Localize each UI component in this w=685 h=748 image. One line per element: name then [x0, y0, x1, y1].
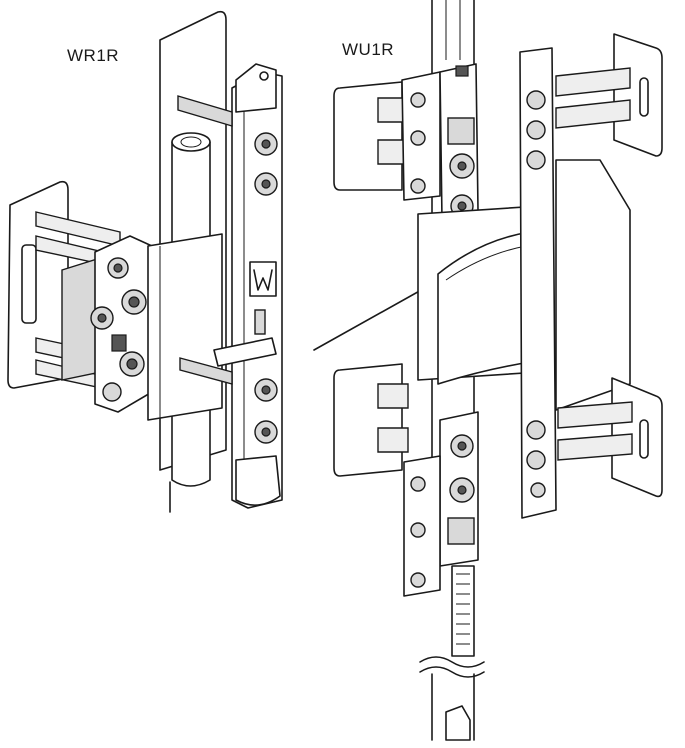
left-plate-screw-5: [102, 382, 122, 402]
left-mid-bolt: [179, 357, 233, 385]
right-housing-box: [555, 159, 631, 411]
right-lower-rod: [451, 565, 475, 657]
left-bottom-cap: [235, 455, 281, 506]
right-break-mark-top: [419, 656, 485, 668]
right-hinge-label: WU1R: [342, 40, 395, 59]
left-top-bolt: [177, 95, 233, 127]
left-hinge-label: WR1R: [67, 46, 120, 65]
left-mid-bracket: [213, 337, 277, 367]
right-upper-leaf-screws: [410, 92, 426, 194]
right-top-wall-plate: [613, 33, 663, 157]
left-logo-tag: [254, 309, 266, 335]
right-top-stud: [455, 65, 469, 77]
right-bottom-bolts: [557, 401, 633, 461]
left-top-cap: [235, 63, 277, 113]
right-upper-block: [447, 117, 475, 145]
right-lower-wall-plate: [333, 363, 403, 477]
left-knuckle: [147, 233, 223, 421]
left-adjust-key: [111, 334, 127, 352]
right-top-wall-slot: [639, 77, 649, 117]
leader-line: [313, 283, 433, 351]
left-wall-slot: [21, 244, 37, 324]
right-lower-bolts: [377, 383, 409, 453]
right-top-bolts: [555, 67, 631, 129]
right-frame-screws: [526, 90, 546, 498]
right-hinge-assembly: [333, 0, 663, 741]
right-stub-hook: [445, 705, 471, 741]
right-bottom-wall-slot: [639, 419, 649, 459]
right-lower-leaf-screws: [410, 476, 426, 588]
left-hinge-assembly: [7, 10, 283, 513]
right-frame-rail: [519, 47, 557, 519]
left-leaf-screws: [254, 132, 278, 444]
right-lower-block: [447, 517, 475, 545]
